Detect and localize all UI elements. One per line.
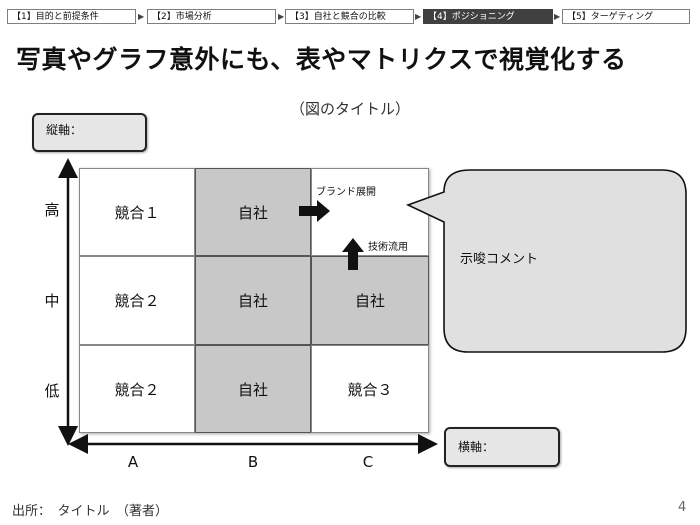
chevron-right-icon: ▶: [278, 12, 285, 21]
matrix-cell-mid-c: 自社: [311, 256, 429, 345]
breadcrumb-step-1[interactable]: 【1】目的と前提条件: [7, 9, 136, 24]
breadcrumb-step-3[interactable]: 【3】自社と競合の比較: [285, 9, 414, 24]
matrix-cell-mid-b: 自社: [195, 256, 311, 345]
breadcrumb-step-4-active[interactable]: 【4】ポジショニング: [423, 9, 553, 24]
column-label-c: C: [362, 453, 374, 471]
breadcrumb-step-2[interactable]: 【2】市場分析: [147, 9, 276, 24]
horizontal-axis-label: 横軸：: [458, 440, 495, 454]
row-label-mid: 中: [44, 292, 60, 310]
matrix-cell-high-c: [311, 168, 429, 256]
matrix-cell-high-b: 自社: [195, 168, 311, 256]
chevron-right-icon: ▶: [138, 12, 145, 21]
matrix-cell-low-c: 競合３: [311, 345, 429, 433]
column-label-b: B: [247, 453, 259, 471]
arrow-up-icon: [342, 238, 364, 270]
breadcrumb-step-5[interactable]: 【5】ターゲティング: [562, 9, 690, 24]
row-label-high: 高: [44, 201, 60, 219]
page-number: 4: [678, 500, 687, 515]
annotation-technology-transfer: 技術流用: [368, 242, 408, 253]
vertical-axis-label: 縦軸：: [46, 123, 83, 137]
matrix-cell-high-a: 競合１: [79, 168, 195, 256]
horizontal-axis-label-box: 横軸：: [444, 427, 560, 467]
column-label-a: A: [127, 453, 139, 471]
comment-text: 示唆コメント: [460, 252, 539, 267]
matrix-cell-low-a: 競合２: [79, 345, 195, 433]
row-label-low: 低: [44, 382, 60, 400]
annotation-brand-expansion: ブランド展開: [316, 187, 376, 198]
source-footer: 出所： タイトル （著者）: [12, 504, 169, 519]
vertical-axis-label-box: 縦軸：: [32, 113, 147, 152]
arrow-right-icon: [299, 200, 330, 222]
chevron-right-icon: ▶: [554, 12, 561, 21]
slide-title: 写真やグラフ意外にも、表やマトリクスで視覚化する: [16, 45, 627, 74]
figure-title: （図のタイトル）: [289, 100, 410, 118]
matrix-cell-low-b: 自社: [195, 345, 311, 433]
chevron-right-icon: ▶: [415, 12, 422, 21]
matrix-cell-mid-a: 競合２: [79, 256, 195, 345]
